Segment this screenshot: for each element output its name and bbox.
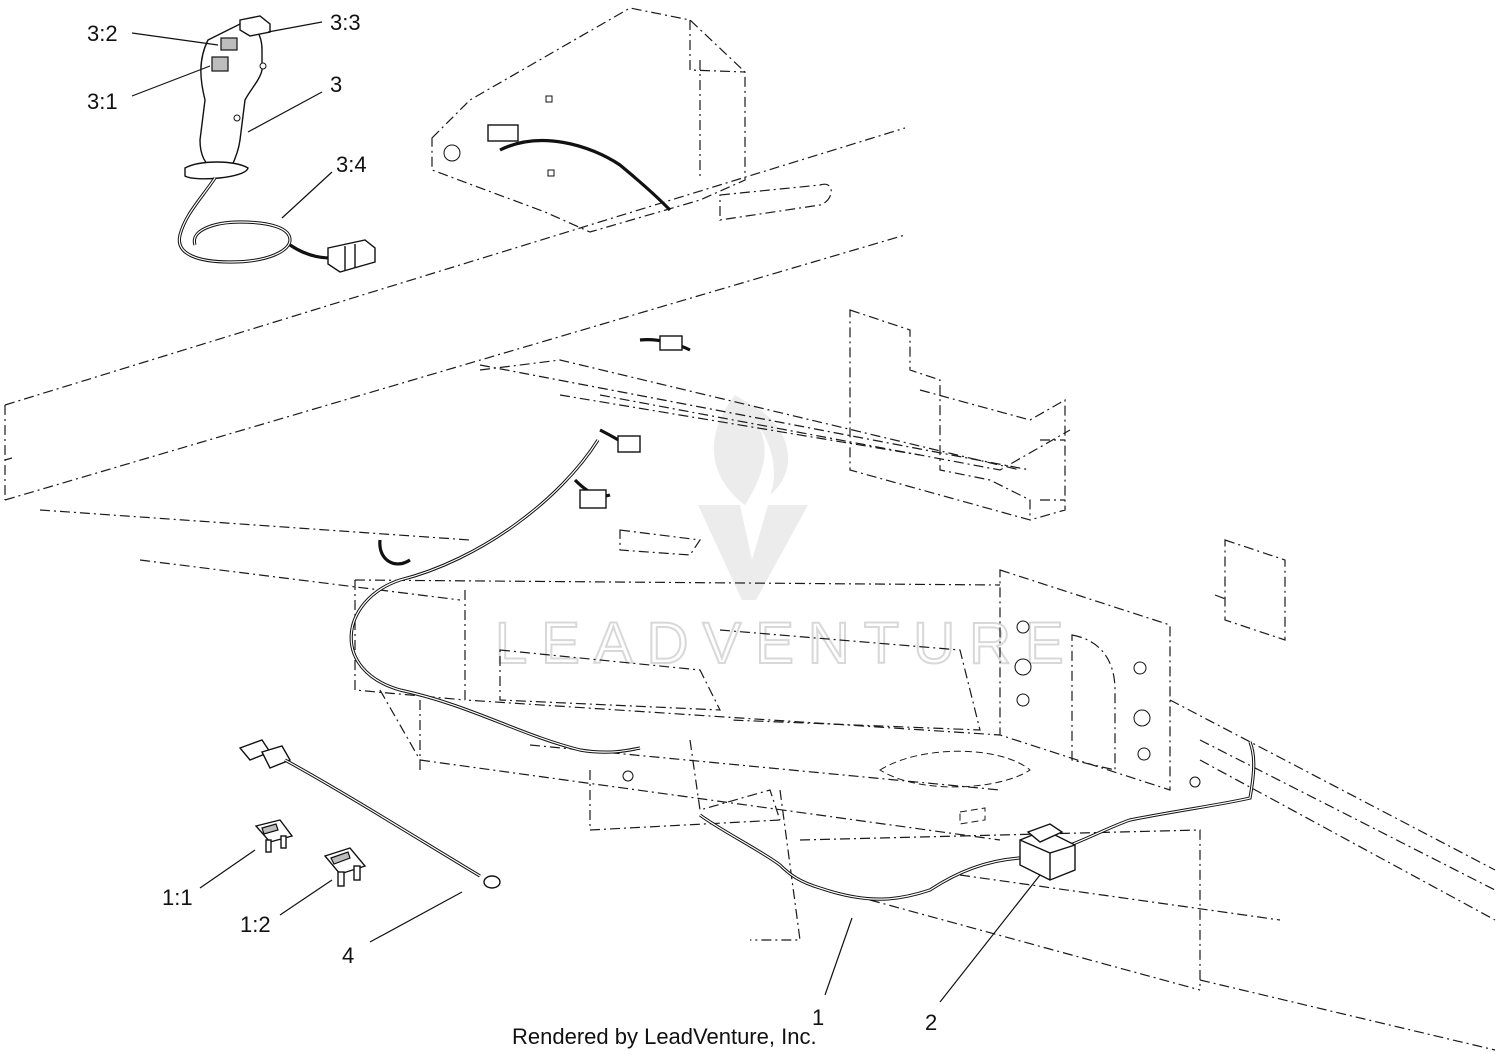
- callout-1-1: 1:1: [162, 885, 193, 910]
- callout-1-2: 1:2: [240, 912, 271, 937]
- switch-3-1: [211, 56, 229, 72]
- callout-3-2: 3:2: [87, 21, 118, 46]
- upper-connector: [487, 124, 519, 142]
- harness-connector-b: [617, 435, 641, 453]
- callouts: 3:2 3:3 3:1 3 3:4 1:1 1:2 4 1 2: [87, 10, 937, 1035]
- joystick-handle: [177, 15, 376, 273]
- side-plates: [849, 309, 1286, 791]
- deck-frame: [39, 509, 1496, 1051]
- relay: [1019, 823, 1076, 881]
- callout-1: 1: [812, 1005, 824, 1030]
- callout-2: 2: [925, 1010, 937, 1035]
- callout-3-3: 3:3: [330, 10, 361, 35]
- v-logo-icon: [698, 505, 808, 600]
- upper-bracket: [431, 7, 746, 233]
- leadventure-watermark: LEADVENTURE: [494, 395, 1078, 677]
- flame-logo-icon: [713, 395, 789, 505]
- handle-connector-3-4: [327, 239, 376, 273]
- harness-connector-a: [579, 489, 607, 509]
- switch-3-3: [239, 15, 271, 37]
- callout-3-4: 3:4: [336, 152, 367, 177]
- render-credit: Rendered by LeadVenture, Inc.: [512, 1024, 817, 1049]
- ground-wire: [238, 739, 501, 889]
- cross-member: [4, 127, 1071, 501]
- callout-3-1: 3:1: [87, 89, 118, 114]
- leader-lines: [131, 21, 1041, 1003]
- callout-3: 3: [330, 72, 342, 97]
- switch-3-2: [220, 37, 238, 51]
- harness-connector-c: [659, 335, 683, 351]
- callout-4: 4: [342, 943, 354, 968]
- fuse-1-1: [254, 819, 294, 853]
- main-harness: [349, 124, 1256, 901]
- watermark-text: LEADVENTURE: [495, 611, 1078, 676]
- fuse-1-2: [323, 847, 367, 887]
